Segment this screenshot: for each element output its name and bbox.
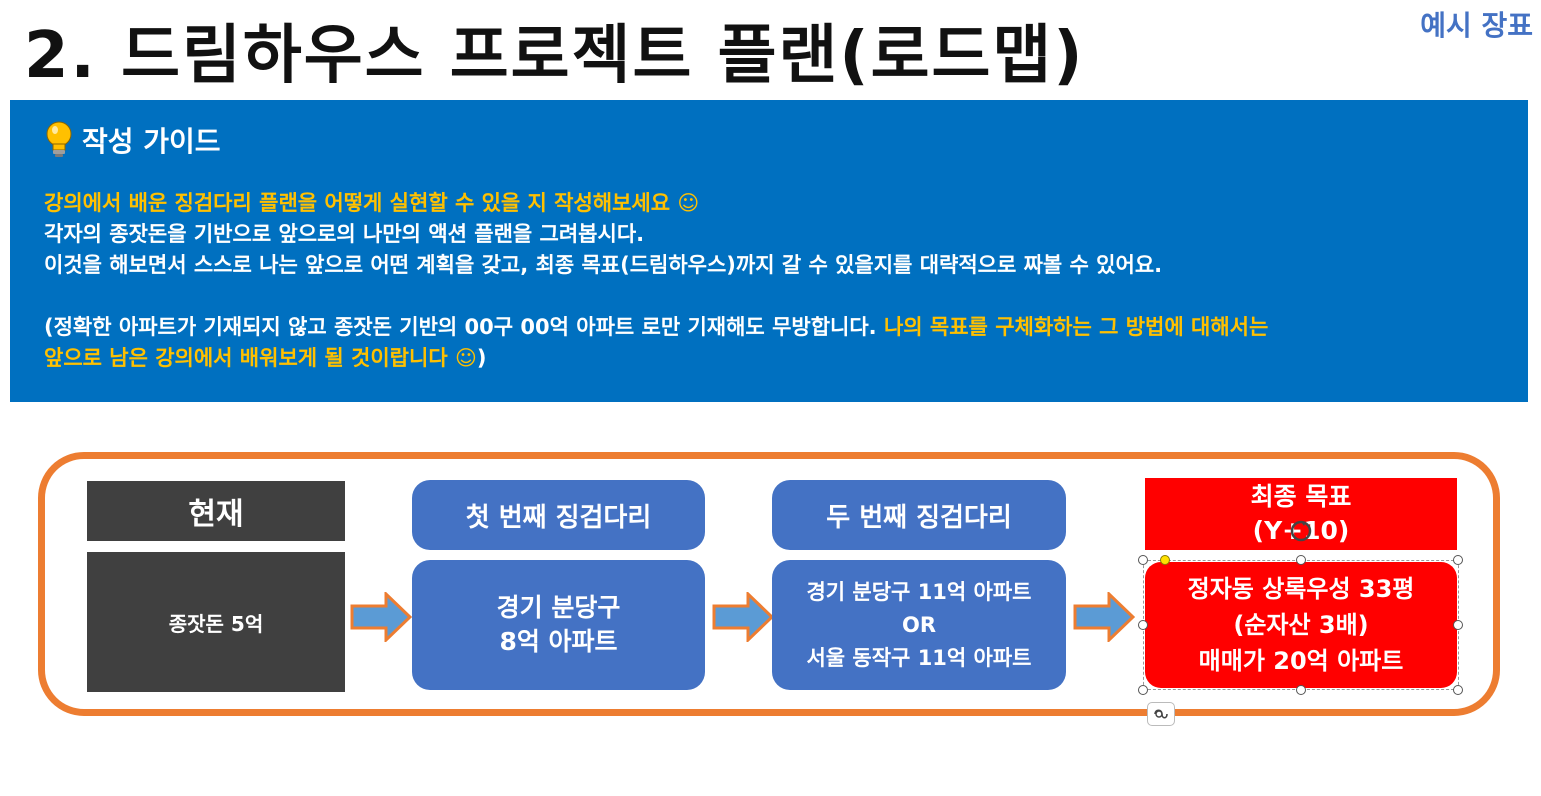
step1-header: 첫 번째 징검다리 <box>412 480 705 550</box>
guide-body: 강의에서 배운 징검다리 플랜을 어떻게 실현할 수 있을 지 작성해보세요 ☺… <box>44 188 1494 374</box>
step2-line2: OR <box>901 612 937 637</box>
arrow-right-icon <box>712 592 774 642</box>
guide-note-yellow: 나의 목표를 구체화하는 그 방법에 대해서는 <box>876 315 1269 339</box>
guide-line-seed-money: 각자의 종잣돈을 기반으로 앞으로의 나만의 액션 플랜을 그려봅시다. <box>44 222 645 246</box>
current-seed-money-text: 종잣돈 5억 <box>168 611 264 636</box>
step2-header-label: 두 번째 징검다리 <box>826 502 1012 533</box>
resize-handle-bottom-left[interactable] <box>1138 685 1148 695</box>
step2-content-box: 경기 분당구 11억 아파트 OR 서울 동작구 11억 아파트 <box>772 560 1066 690</box>
arrow-right-icon <box>350 592 412 642</box>
current-header-label: 현재 <box>188 497 244 532</box>
step1-line1: 경기 분당구 <box>496 593 621 622</box>
guide-note-white: (정확한 아파트가 기재되지 않고 종잣돈 기반의 00구 00억 아파트 로만… <box>44 315 877 339</box>
guide-line-note-end: 앞으로 남은 강의에서 배워보게 될 것이랍니다 ☺) <box>44 343 1494 374</box>
resize-handle-bottom-right[interactable] <box>1453 685 1463 695</box>
goal-line3: 매매가 20억 아파트 <box>1198 647 1404 675</box>
resize-handle-top[interactable] <box>1296 555 1306 565</box>
current-seed-money-box: 종잣돈 5억 <box>87 552 345 692</box>
resize-handle-top-left[interactable] <box>1138 555 1148 565</box>
resize-handle-right[interactable] <box>1453 620 1463 630</box>
resize-handle-left[interactable] <box>1138 620 1148 630</box>
goal-content-box[interactable]: 정자동 상록우성 33평 (순자산 3배) 매매가 20억 아파트 <box>1145 562 1457 688</box>
goal-line2: (순자산 3배) <box>1233 611 1369 639</box>
step1-content-box: 경기 분당구 8억 아파트 <box>412 560 705 690</box>
selection-outline <box>1143 560 1459 690</box>
goal-header-line1: 최종 목표 <box>1250 482 1352 511</box>
guide-line-intro: 강의에서 배운 징검다리 플랜을 어떻게 실현할 수 있을 지 작성해보세요 ☺ <box>44 191 700 215</box>
step1-line2: 8억 아파트 <box>499 627 618 656</box>
guide-header: 작성 가이드 <box>44 120 1494 160</box>
guide-note-end-yellow: 앞으로 남은 강의에서 배워보게 될 것이랍니다 ☺ <box>44 346 477 370</box>
resize-handle-bottom[interactable] <box>1296 685 1306 695</box>
guide-line-plan: 이것을 해보면서 스스로 나는 앞으로 어떤 계획을 갖고, 최종 목표(드림하… <box>44 253 1163 277</box>
guide-line-note: (정확한 아파트가 기재되지 않고 종잣돈 기반의 00구 00억 아파트 로만… <box>44 312 1494 343</box>
current-header: 현재 <box>87 481 345 541</box>
goal-header: 최종 목표 (Y+10) <box>1145 478 1457 550</box>
lightbulb-icon <box>44 121 74 159</box>
resize-handle-top-right[interactable] <box>1453 555 1463 565</box>
rotate-handle-icon[interactable] <box>1290 520 1312 542</box>
guide-note-end-white: ) <box>476 346 487 370</box>
step2-line3: 서울 동작구 11억 아파트 <box>806 645 1032 670</box>
step1-header-label: 첫 번째 징검다리 <box>465 502 652 533</box>
step2-line1: 경기 분당구 11억 아파트 <box>806 579 1032 604</box>
goal-line1: 정자동 상록우성 33평 <box>1187 575 1415 603</box>
writing-guide-panel: 작성 가이드 강의에서 배운 징검다리 플랜을 어떻게 실현할 수 있을 지 작… <box>10 100 1528 402</box>
arrow-right-icon <box>1073 592 1135 642</box>
guide-title: 작성 가이드 <box>82 125 221 158</box>
page-title: 2. 드림하우스 프로젝트 플랜(로드맵) <box>24 19 1085 93</box>
example-slide-label: 예시 장표 <box>1420 9 1533 42</box>
step2-header: 두 번째 징검다리 <box>772 480 1066 550</box>
layout-options-icon[interactable] <box>1147 702 1175 726</box>
shape-adjust-handle[interactable] <box>1160 555 1170 565</box>
